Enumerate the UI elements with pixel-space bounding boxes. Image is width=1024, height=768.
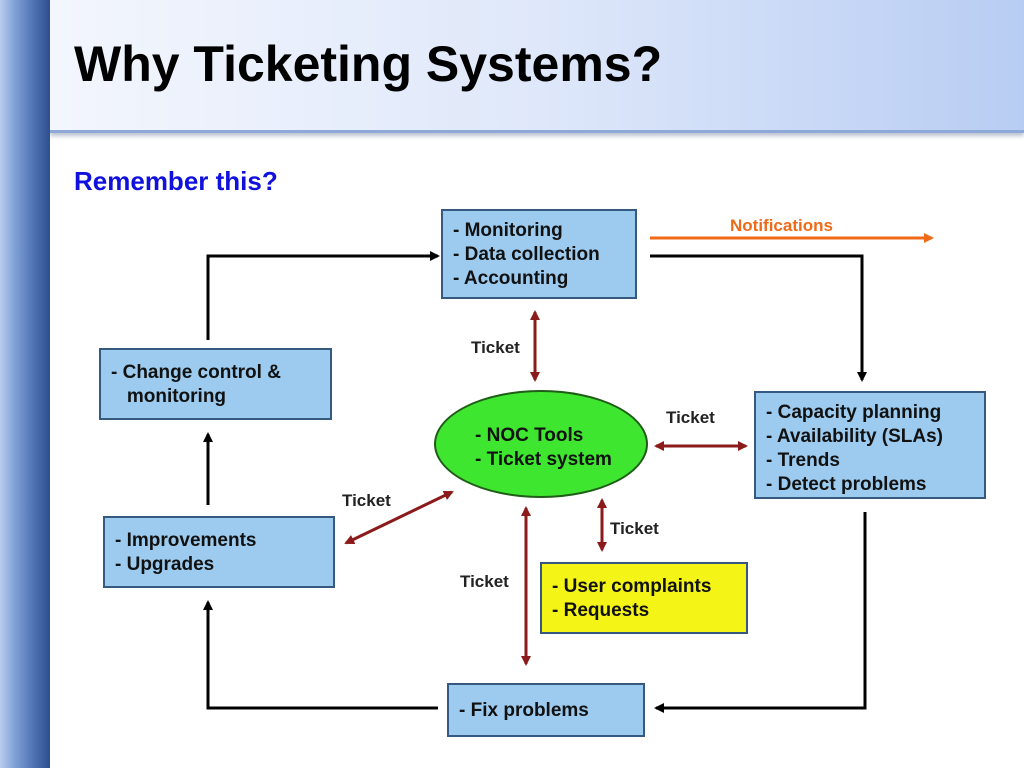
node-line: - Availability (SLAs) [766, 426, 944, 447]
node-line: - Change control & [111, 362, 281, 383]
notifications-label: Notifications [730, 216, 833, 235]
ticket-label-monitoring: Ticket [471, 338, 520, 357]
node-line: - Capacity planning [766, 402, 942, 423]
node-user-complaints: - User complaints - Requests [540, 562, 748, 634]
ticket-arrow-improvements [344, 490, 454, 545]
node-line: - User complaints [552, 576, 712, 597]
ticket-label-capacity: Ticket [666, 408, 715, 427]
flow-arrow-change-to-monitoring [206, 251, 440, 340]
node-line: - Trends [766, 450, 840, 471]
ticket-label-improvements: Ticket [342, 491, 391, 510]
ticket-label-user: Ticket [610, 519, 659, 538]
node-line: - Ticket system [475, 449, 612, 470]
flow-arrow-capacity-to-fix [654, 512, 867, 713]
node-line: - Improvements [115, 530, 257, 551]
node-line: monitoring [111, 386, 227, 407]
slide-side-bar [0, 0, 50, 768]
node-monitoring: - Monitoring - Data collection - Account… [441, 209, 637, 299]
node-fix-problems: - Fix problems [447, 683, 645, 737]
node-change-control: - Change control & monitoring [99, 348, 332, 420]
slide-title: Why Ticketing Systems? [74, 36, 663, 92]
node-improvements: - Improvements - Upgrades [103, 516, 335, 588]
node-line: - Accounting [453, 268, 569, 289]
node-line: - Requests [552, 600, 650, 621]
node-line: - Monitoring [453, 220, 563, 241]
flow-arrow-monitoring-to-capacity [650, 254, 867, 382]
node-noc-ellipse [434, 390, 648, 498]
title-band [50, 0, 1024, 133]
slide-subtitle: Remember this? [74, 166, 278, 196]
ticket-label-fix: Ticket [460, 572, 509, 591]
node-line: - NOC Tools [475, 425, 584, 446]
node-line: - Upgrades [115, 554, 215, 575]
flow-arrow-fix-to-improvements [203, 600, 438, 710]
node-line: - Fix problems [459, 700, 589, 721]
node-capacity: - Capacity planning - Availability (SLAs… [754, 391, 986, 499]
node-noc: - NOC Tools - Ticket system [475, 424, 612, 472]
node-line: - Detect problems [766, 474, 927, 495]
node-line: - Data collection [453, 244, 600, 265]
